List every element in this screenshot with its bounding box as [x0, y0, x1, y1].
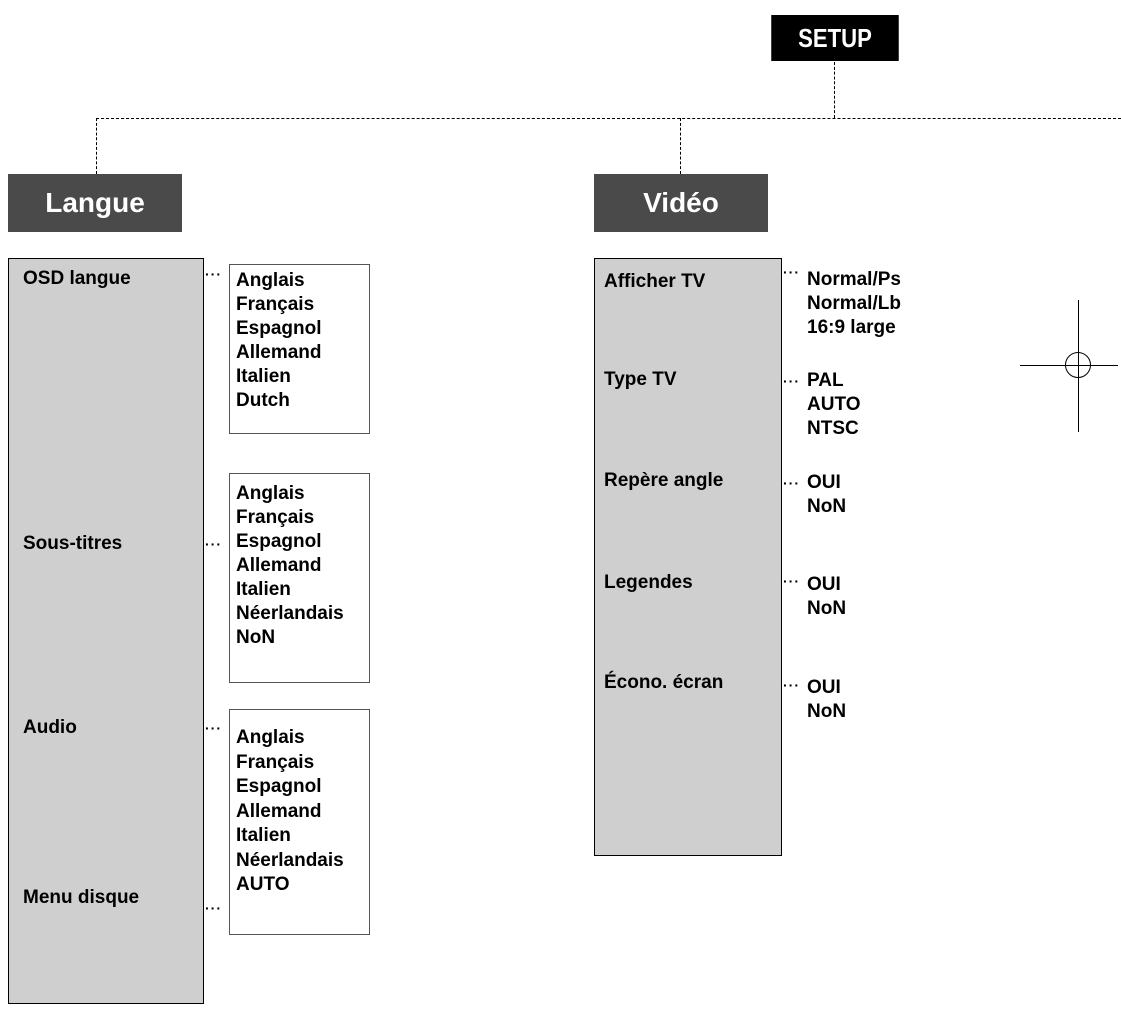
econo-ecran-label: Écono. écran	[604, 672, 724, 693]
sous-titres-options: Anglais Français Espagnol Allemand Itali…	[229, 473, 370, 683]
option-item: Allemand	[236, 555, 322, 576]
connector-dots: ···	[205, 900, 222, 916]
langue-panel	[8, 258, 204, 1004]
option-item: Espagnol	[236, 318, 322, 339]
video-connector	[680, 118, 681, 174]
option-item: NoN	[807, 598, 847, 619]
langue-header: Langue	[8, 174, 182, 232]
option-item: Dutch	[236, 390, 290, 411]
option-item: Français	[236, 751, 315, 773]
setup-connector	[834, 62, 835, 118]
menu-disque-label: Menu disque	[23, 887, 140, 908]
option-item: OUI	[807, 472, 841, 493]
connector-dots: ···	[783, 573, 800, 589]
option-item: Français	[236, 294, 315, 315]
type-tv-label: Type TV	[604, 369, 677, 390]
legendes-options: OUI NoN	[807, 573, 846, 621]
option-item: NoN	[807, 701, 847, 722]
afficher-tv-options: Normal/Ps Normal/Lb 16:9 large	[807, 268, 901, 340]
connector-dots: ···	[783, 264, 800, 280]
option-item: Néerlandais	[236, 603, 344, 624]
option-item: Espagnol	[236, 531, 322, 552]
legendes-label: Legendes	[604, 572, 693, 593]
connector-dots: ···	[783, 677, 800, 693]
connector-dots: ···	[205, 536, 222, 552]
option-item: Français	[236, 507, 315, 528]
option-item: PAL	[807, 370, 844, 391]
crosshair-circle	[1065, 352, 1091, 378]
connector-dots: ···	[205, 720, 222, 736]
option-item: Anglais	[236, 270, 305, 291]
option-item: Anglais	[236, 727, 305, 748]
option-item: Allemand	[236, 800, 322, 822]
video-panel	[594, 258, 782, 856]
option-item: Espagnol	[236, 776, 322, 797]
tree-branch-line	[96, 118, 1121, 119]
osd-langue-options: Anglais Français Espagnol Allemand Itali…	[229, 264, 370, 434]
option-item: Allemand	[236, 342, 322, 363]
connector-dots: ···	[205, 266, 222, 282]
option-item: OUI	[807, 677, 841, 698]
option-item: OUI	[807, 574, 841, 595]
setup-title: SETUP	[771, 15, 899, 61]
afficher-tv-label: Afficher TV	[604, 271, 706, 292]
option-item: NTSC	[807, 418, 859, 439]
option-item: NoN	[236, 627, 276, 648]
audio-menu-options: Anglais Français Espagnol Allemand Itali…	[229, 709, 370, 935]
sous-titres-label: Sous-titres	[23, 533, 123, 554]
audio-label: Audio	[23, 717, 77, 738]
video-header: Vidéo	[594, 174, 768, 232]
connector-dots: ···	[783, 475, 800, 491]
option-item: AUTO	[807, 394, 861, 415]
option-item: NoN	[807, 496, 847, 517]
option-item: Néerlandais	[236, 849, 344, 871]
option-item: Italien	[236, 579, 291, 600]
repere-angle-label: Repère angle	[604, 470, 724, 491]
option-item: AUTO	[236, 874, 290, 895]
econo-ecran-options: OUI NoN	[807, 676, 846, 724]
connector-dots: ···	[783, 373, 800, 389]
option-item: Italien	[236, 366, 291, 387]
osd-langue-label: OSD langue	[23, 268, 131, 289]
option-item: Normal/Lb	[807, 293, 901, 314]
option-item: Italien	[236, 825, 291, 846]
langue-connector	[96, 118, 97, 174]
repere-angle-options: OUI NoN	[807, 471, 846, 519]
option-item: Normal/Ps	[807, 269, 901, 290]
option-item: Anglais	[236, 483, 305, 504]
type-tv-options: PAL AUTO NTSC	[807, 369, 860, 441]
option-item: 16:9 large	[807, 317, 896, 338]
